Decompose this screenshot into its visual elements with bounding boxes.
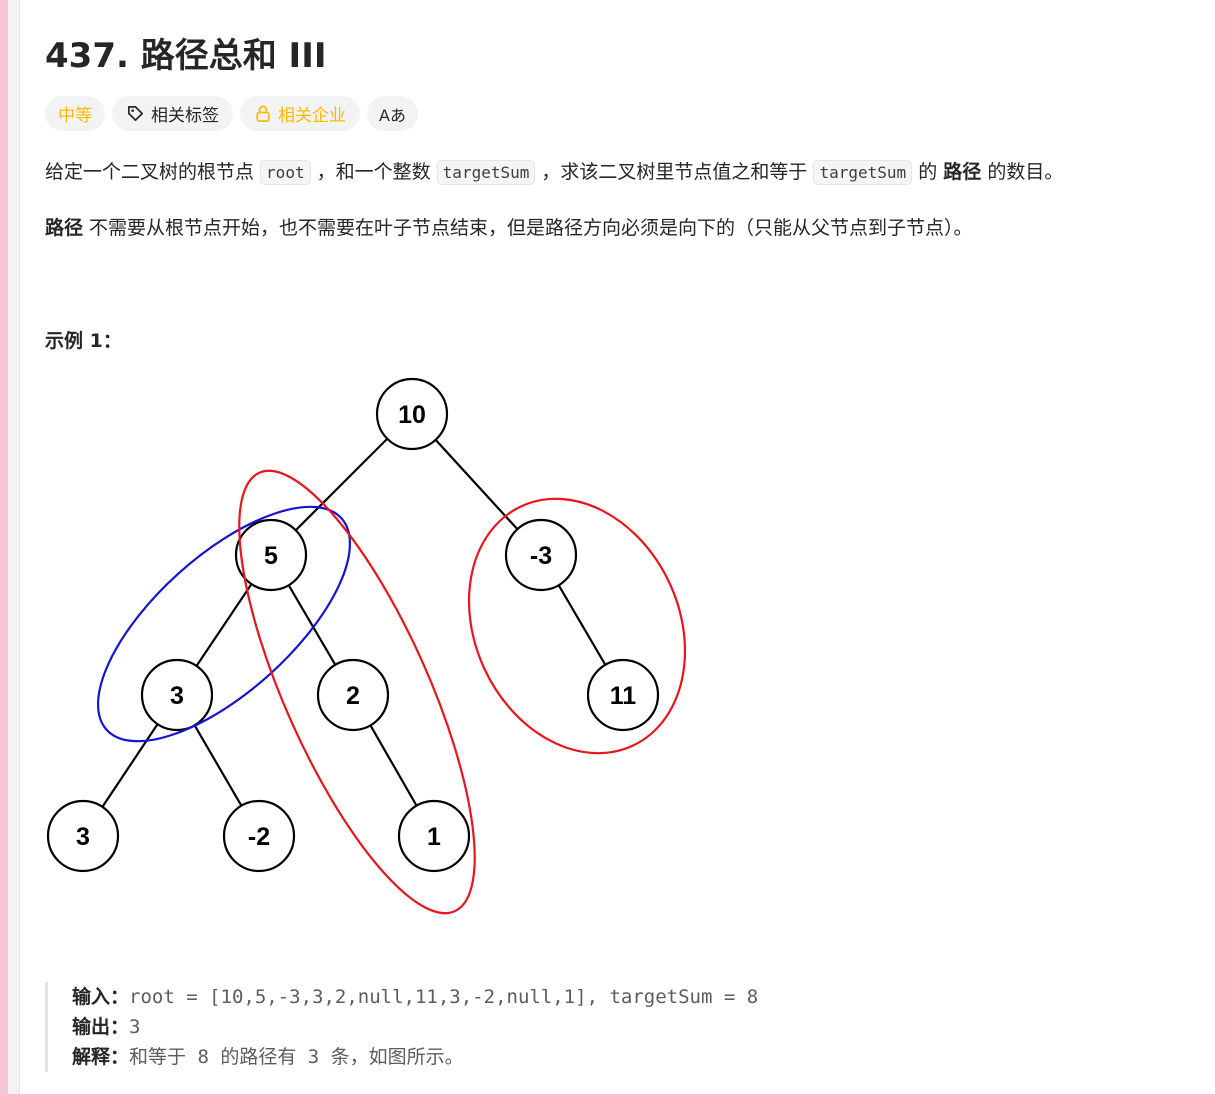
- tag-row: 中等 相关标签 相关企业 Aあ: [45, 96, 418, 131]
- example-input-line: 输入：root = [10,5,-3,3,2,null,11,3,-2,null…: [72, 982, 758, 1012]
- description-paragraph-1: 给定一个二叉树的根节点 root ，和一个整数 targetSum ，求该二叉树…: [45, 156, 1063, 189]
- red-path-ellipse: [467, 497, 687, 755]
- tree-node: 3: [46, 799, 120, 873]
- tree-node: 5: [234, 518, 308, 592]
- inline-code-targetsum: targetSum: [813, 160, 913, 185]
- node-label: -3: [530, 542, 552, 570]
- tree-edges: [82, 413, 624, 837]
- lock-icon: [254, 104, 272, 123]
- input-value: root = [10,5,-3,3,2,null,11,3,-2,null,1]…: [129, 986, 759, 1008]
- tree-node: -3: [504, 518, 578, 592]
- example-output-line: 输出：3: [72, 1012, 758, 1042]
- desc-text: ，求该二叉树里节点值之和等于: [535, 161, 814, 183]
- related-tags-label: 相关标签: [151, 106, 219, 126]
- red-path-ellipse: [238, 469, 476, 915]
- inline-code-targetsum: targetSum: [436, 160, 536, 185]
- explain-value: 和等于 8 的路径有 3 条，如图所示。: [129, 1046, 464, 1068]
- tree-nodes: 10 5 -3 3 2 11 3 -2 1: [46, 377, 660, 873]
- related-tags-button[interactable]: 相关标签: [112, 96, 233, 131]
- bold-path-term: 路径: [943, 161, 982, 183]
- example-io-block: 输入：root = [10,5,-3,3,2,null,11,3,-2,null…: [45, 982, 758, 1072]
- node-label: 10: [398, 401, 426, 429]
- node-label: 1: [427, 823, 441, 851]
- translate-icon: Aあ: [379, 105, 406, 125]
- node-label: -2: [248, 823, 270, 851]
- node-label: 2: [346, 682, 360, 710]
- related-companies-label: 相关企业: [278, 106, 346, 126]
- inline-code-root: root: [260, 160, 311, 185]
- example-tree-diagram: 10 5 -3 3 2 11 3 -2 1: [46, 377, 687, 915]
- problem-title: 437. 路径总和 III: [45, 36, 327, 76]
- left-accent-strip: [0, 0, 8, 1094]
- desc-text: 不需要从根节点开始，也不需要在叶子节点结束，但是路径方向必须是向下的（只能从父节…: [83, 217, 973, 239]
- related-companies-button[interactable]: 相关企业: [240, 96, 360, 131]
- example-title: 示例 1：: [45, 330, 122, 352]
- difficulty-badge: 中等: [45, 96, 105, 131]
- output-value: 3: [129, 1016, 141, 1038]
- description-paragraph-2: 路径 不需要从根节点开始，也不需要在叶子节点结束，但是路径方向必须是向下的（只能…: [45, 212, 973, 244]
- node-label: 11: [610, 682, 637, 710]
- tree-node: 1: [397, 799, 471, 873]
- tree-node: -2: [222, 799, 296, 873]
- desc-text: ，和一个整数: [310, 161, 437, 183]
- tree-node: 11: [586, 658, 660, 732]
- tree-node: 2: [316, 658, 390, 732]
- translate-button[interactable]: Aあ: [367, 96, 418, 131]
- tree-node: 10: [375, 377, 449, 451]
- explain-label: 解释：: [72, 1046, 130, 1068]
- tree-node: 3: [140, 658, 214, 732]
- tag-icon: [126, 104, 145, 123]
- desc-text: 的: [912, 161, 944, 183]
- left-panel-edge: [8, 0, 20, 1094]
- desc-text: 的数目。: [981, 161, 1064, 183]
- node-label: 3: [170, 682, 184, 710]
- output-label: 输出：: [72, 1016, 130, 1038]
- node-label: 5: [264, 542, 278, 570]
- example-explain-line: 解释：和等于 8 的路径有 3 条，如图所示。: [72, 1042, 758, 1072]
- blue-path-ellipse: [96, 505, 352, 743]
- node-label: 3: [76, 823, 90, 851]
- path-highlights: [96, 469, 687, 915]
- bold-path-term: 路径: [45, 217, 84, 239]
- desc-text: 给定一个二叉树的根节点: [45, 161, 261, 183]
- input-label: 输入：: [72, 986, 130, 1008]
